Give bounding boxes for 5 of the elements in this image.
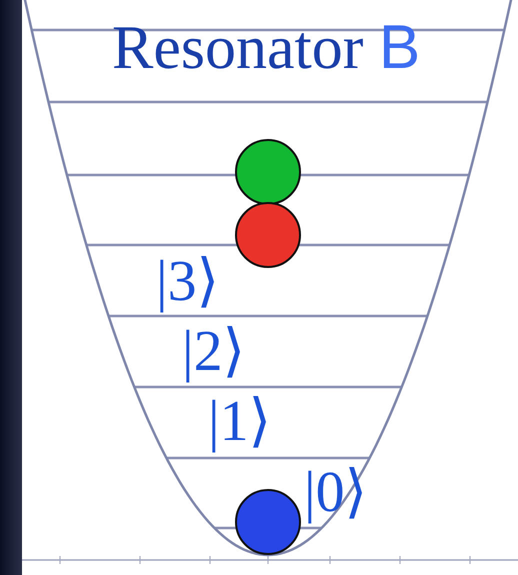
- title: Resonator B: [112, 14, 420, 82]
- ket-label: |3⟩: [156, 252, 220, 310]
- ket-label: |1⟩: [208, 392, 272, 450]
- state-ball: [235, 489, 301, 555]
- ket-label: |2⟩: [182, 322, 246, 380]
